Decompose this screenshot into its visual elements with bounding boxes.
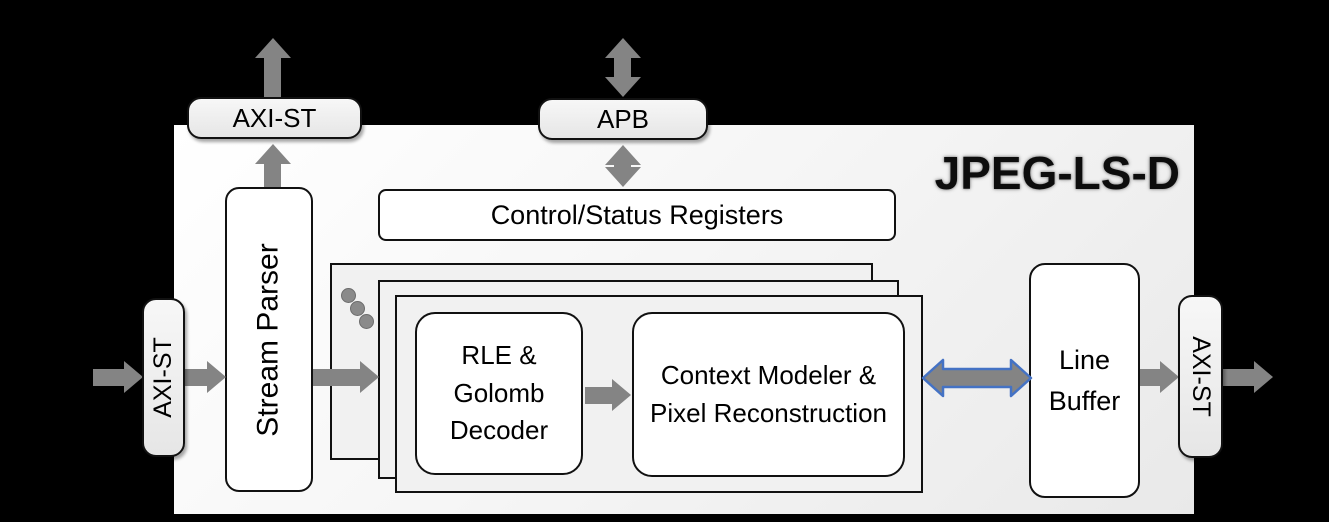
context-modeler-label: Context Modeler & Pixel Reconstruction [650,359,887,428]
apb-label: APB [596,103,650,134]
axi-st-left-label: AXI-ST [149,337,178,418]
stream-parser-label: Stream Parser [252,242,286,437]
ellipsis-dot-2 [350,301,365,316]
control-status-registers-block: Control/Status Registers [378,189,896,241]
axi-st-top-interface: AXI-ST [187,97,362,139]
axi-st-right-label: AXI-ST [1187,336,1216,417]
axi-st-left-interface: AXI-ST [142,298,185,457]
line-buffer-block: Line Buffer [1029,263,1140,498]
chip-title: JPEG-LS-D [934,147,1180,199]
rle-golomb-decoder-block: RLE & Golomb Decoder [415,312,583,475]
stream-parser-block: Stream Parser [225,187,313,492]
arrow-core-linebuffer-bidirectional [921,358,1033,398]
ellipsis-dot-1 [341,288,356,303]
context-modeler-block: Context Modeler & Pixel Reconstruction [632,312,905,477]
control-status-registers-label: Control/Status Registers [490,199,784,230]
ellipsis-dot-3 [359,314,374,329]
apb-interface: APB [538,98,708,140]
axi-st-top-label: AXI-ST [232,102,317,133]
axi-st-right-interface: AXI-ST [1178,295,1223,458]
rle-golomb-decoder-label: RLE & Golomb Decoder [449,339,549,446]
line-buffer-label: Line Buffer [1048,345,1121,416]
